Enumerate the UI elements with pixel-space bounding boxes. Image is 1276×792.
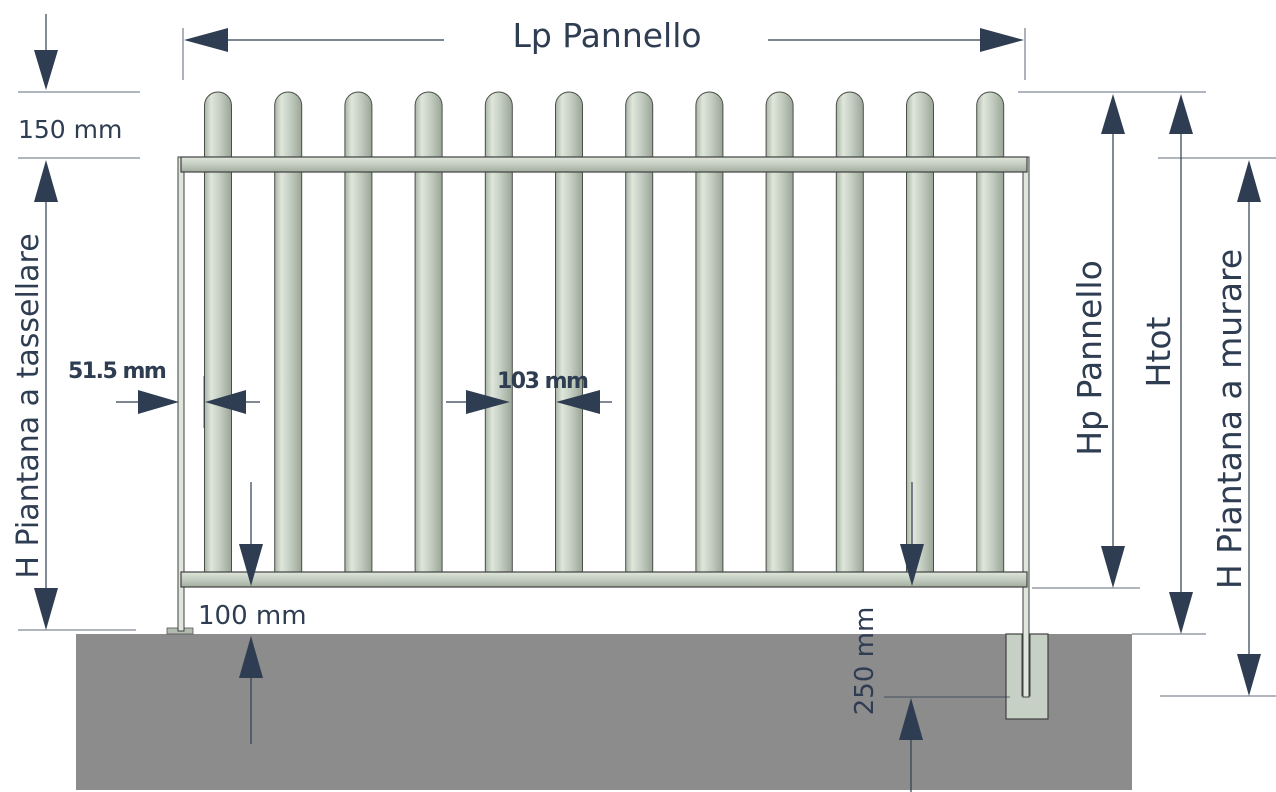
panel-length-dimension: Lp Pannello — [182, 16, 1026, 80]
post-height-embedded-dimension: H Piantana a murare — [1158, 157, 1276, 697]
top-offset-dimension: 150 mm — [18, 14, 140, 159]
ground-clearance-label: 100 mm — [198, 601, 307, 631]
embed-depth-dimension: 250 mm — [850, 482, 1010, 792]
picket — [344, 91, 373, 573]
ground-block — [76, 634, 1132, 790]
picket — [414, 91, 443, 573]
right-post — [1022, 156, 1030, 698]
panel-height-label: Hp Pannello — [1070, 260, 1109, 456]
top-rail — [180, 156, 1028, 173]
picket — [484, 91, 513, 573]
panel-height-dimension: Hp Pannello — [1018, 91, 1140, 589]
ground-clearance-dimension: 100 mm — [198, 482, 307, 744]
picket-pitch-label: 103 mm — [497, 369, 588, 394]
panel-length-label: Lp Pannello — [512, 16, 701, 55]
edge-gap-dimension: 51.5 mm — [68, 359, 260, 428]
post-height-embedded-label: H Piantana a murare — [1210, 249, 1249, 589]
total-height-label: Htot — [1139, 317, 1178, 388]
picket — [204, 91, 232, 573]
post-height-anchored-label: H Piantana a tassellare — [11, 233, 46, 578]
edge-gap-label: 51.5 mm — [68, 359, 166, 384]
total-height-dimension: Htot — [1132, 91, 1206, 635]
post-height-anchored-dimension: H Piantana a tassellare — [11, 160, 136, 631]
picket — [274, 91, 303, 573]
embed-depth-label: 250 mm — [850, 607, 880, 716]
picket — [976, 91, 1005, 573]
picket — [906, 91, 934, 573]
picket-pitch-dimension: 103 mm — [446, 369, 612, 414]
left-post — [177, 156, 185, 632]
picket — [555, 91, 583, 573]
picket — [835, 91, 864, 573]
picket — [765, 91, 794, 573]
top-offset-label: 150 mm — [18, 115, 122, 144]
pickets-group — [204, 91, 1005, 573]
picket — [695, 91, 724, 573]
picket — [625, 91, 654, 573]
bottom-rail — [180, 571, 1028, 588]
